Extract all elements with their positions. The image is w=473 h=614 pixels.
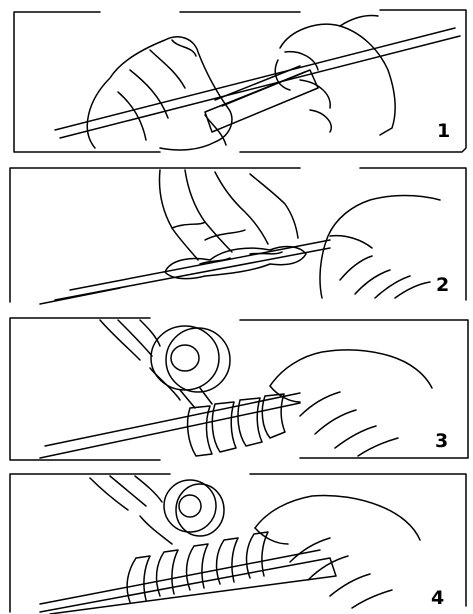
step-number-3: 3 (435, 432, 448, 451)
step-panel-2: 2 (0, 160, 473, 308)
step-panel-4: 4 (0, 466, 473, 614)
step-panel-3: 3 (0, 308, 473, 466)
step-panel-1: 1 (0, 0, 473, 160)
apply-sealant-putty-illustration (0, 160, 473, 308)
step-number-4: 4 (431, 589, 444, 608)
wrap-tape-from-roll-illustration (0, 308, 473, 466)
step-number-2: 2 (436, 276, 449, 295)
step-number-1: 1 (437, 122, 450, 141)
overwrap-tape-layer-illustration (0, 466, 473, 614)
wipe-cable-with-cloth-illustration (0, 0, 473, 160)
